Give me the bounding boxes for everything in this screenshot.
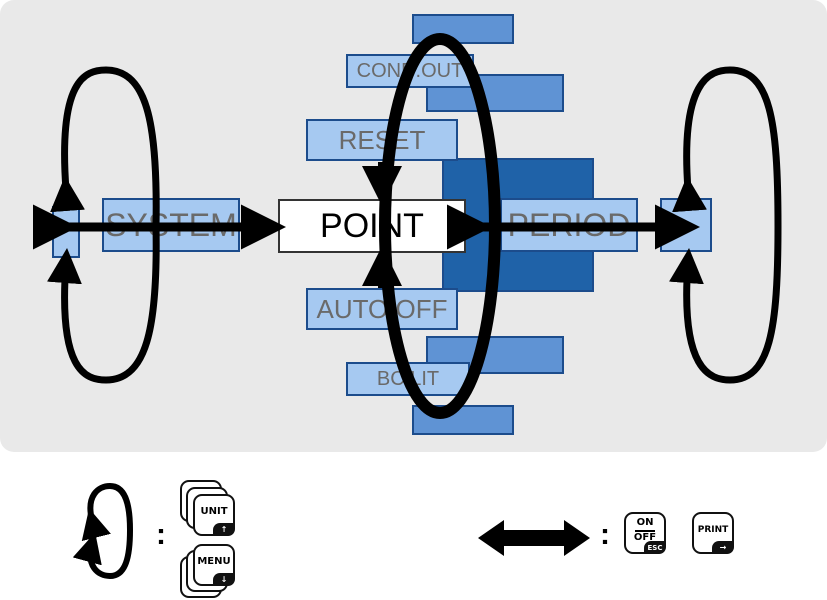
left-loop-upper	[50, 66, 160, 227]
print-key-icon: PRINT →	[692, 512, 734, 554]
on-off-key-icon: ON OFF ESC	[624, 512, 666, 554]
esc-key-label: ESC	[644, 541, 666, 554]
menu-key-icon: MENU ↓	[193, 544, 235, 586]
double-arrow-icon	[478, 520, 590, 556]
arrow-legend-separator: :	[600, 518, 610, 551]
right-loop-lower	[669, 225, 782, 384]
right-arrow-icon: →	[712, 541, 734, 554]
cycle-legend-separator: :	[156, 518, 166, 551]
off-key-label: OFF	[633, 532, 657, 543]
down-arrow-icon: ↓	[213, 573, 235, 586]
print-key-label: PRINT	[697, 525, 729, 535]
unit-key-label: UNIT	[200, 506, 228, 517]
unit-key-icon: UNIT ↑	[193, 494, 235, 536]
reset-label: RESET	[338, 124, 426, 155]
auto-off-box: AUTO.OFF	[306, 288, 458, 330]
left-loop-lower	[47, 225, 160, 384]
on-off-divider	[635, 530, 655, 532]
diagram-arrows	[33, 33, 782, 419]
point-box: POINT	[278, 199, 466, 253]
right-loop-upper	[672, 66, 782, 227]
auto-off-label: AUTO.OFF	[316, 293, 448, 324]
menu-key-label: MENU	[197, 556, 231, 567]
point-label: POINT	[320, 206, 424, 245]
diagram-panel: COND.OUT RESET SYSTEM POINT PERIOD AUTO.…	[0, 0, 827, 452]
on-key-label: ON	[636, 517, 654, 528]
cycle-arrow-icon	[72, 482, 133, 580]
reset-box: RESET	[306, 119, 458, 161]
up-arrow-icon: ↑	[213, 523, 235, 536]
